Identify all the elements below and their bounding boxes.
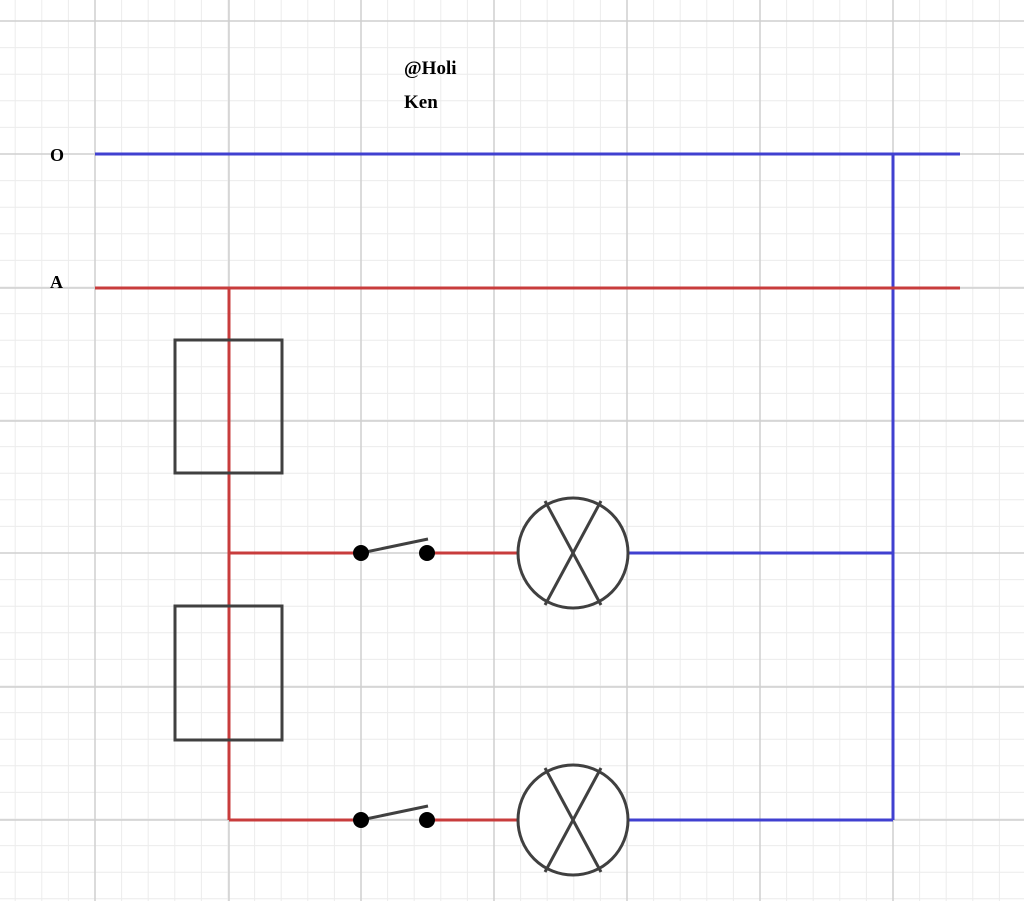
phase-wiring: [95, 286, 960, 822]
lamp-2-cross-b: [543, 767, 603, 873]
switch-1-terminal-right: [419, 545, 435, 561]
watermark-line-2: Ken: [404, 92, 438, 113]
switch-1-terminal-left: [353, 545, 369, 561]
neutral-wiring: [95, 152, 960, 822]
switch-1: [353, 537, 435, 561]
switch-2-lever: [360, 804, 429, 822]
switch-2: [353, 804, 435, 828]
phase-line-label: A: [50, 272, 63, 292]
switch-2-terminal-right: [419, 812, 435, 828]
neutral-line-label: O: [50, 145, 64, 165]
switches: [353, 537, 435, 828]
lamp-1: [516, 496, 630, 610]
fuses: [173, 338, 284, 742]
watermark-line-1: @Holi: [404, 58, 457, 79]
switch-2-terminal-left: [353, 812, 369, 828]
lamp-1-cross-b: [543, 500, 603, 606]
fuse-2: [173, 604, 284, 742]
switch-1-lever: [360, 537, 429, 555]
lamp-2: [516, 763, 630, 877]
lamps: [516, 496, 630, 877]
fuse-1: [173, 338, 284, 475]
